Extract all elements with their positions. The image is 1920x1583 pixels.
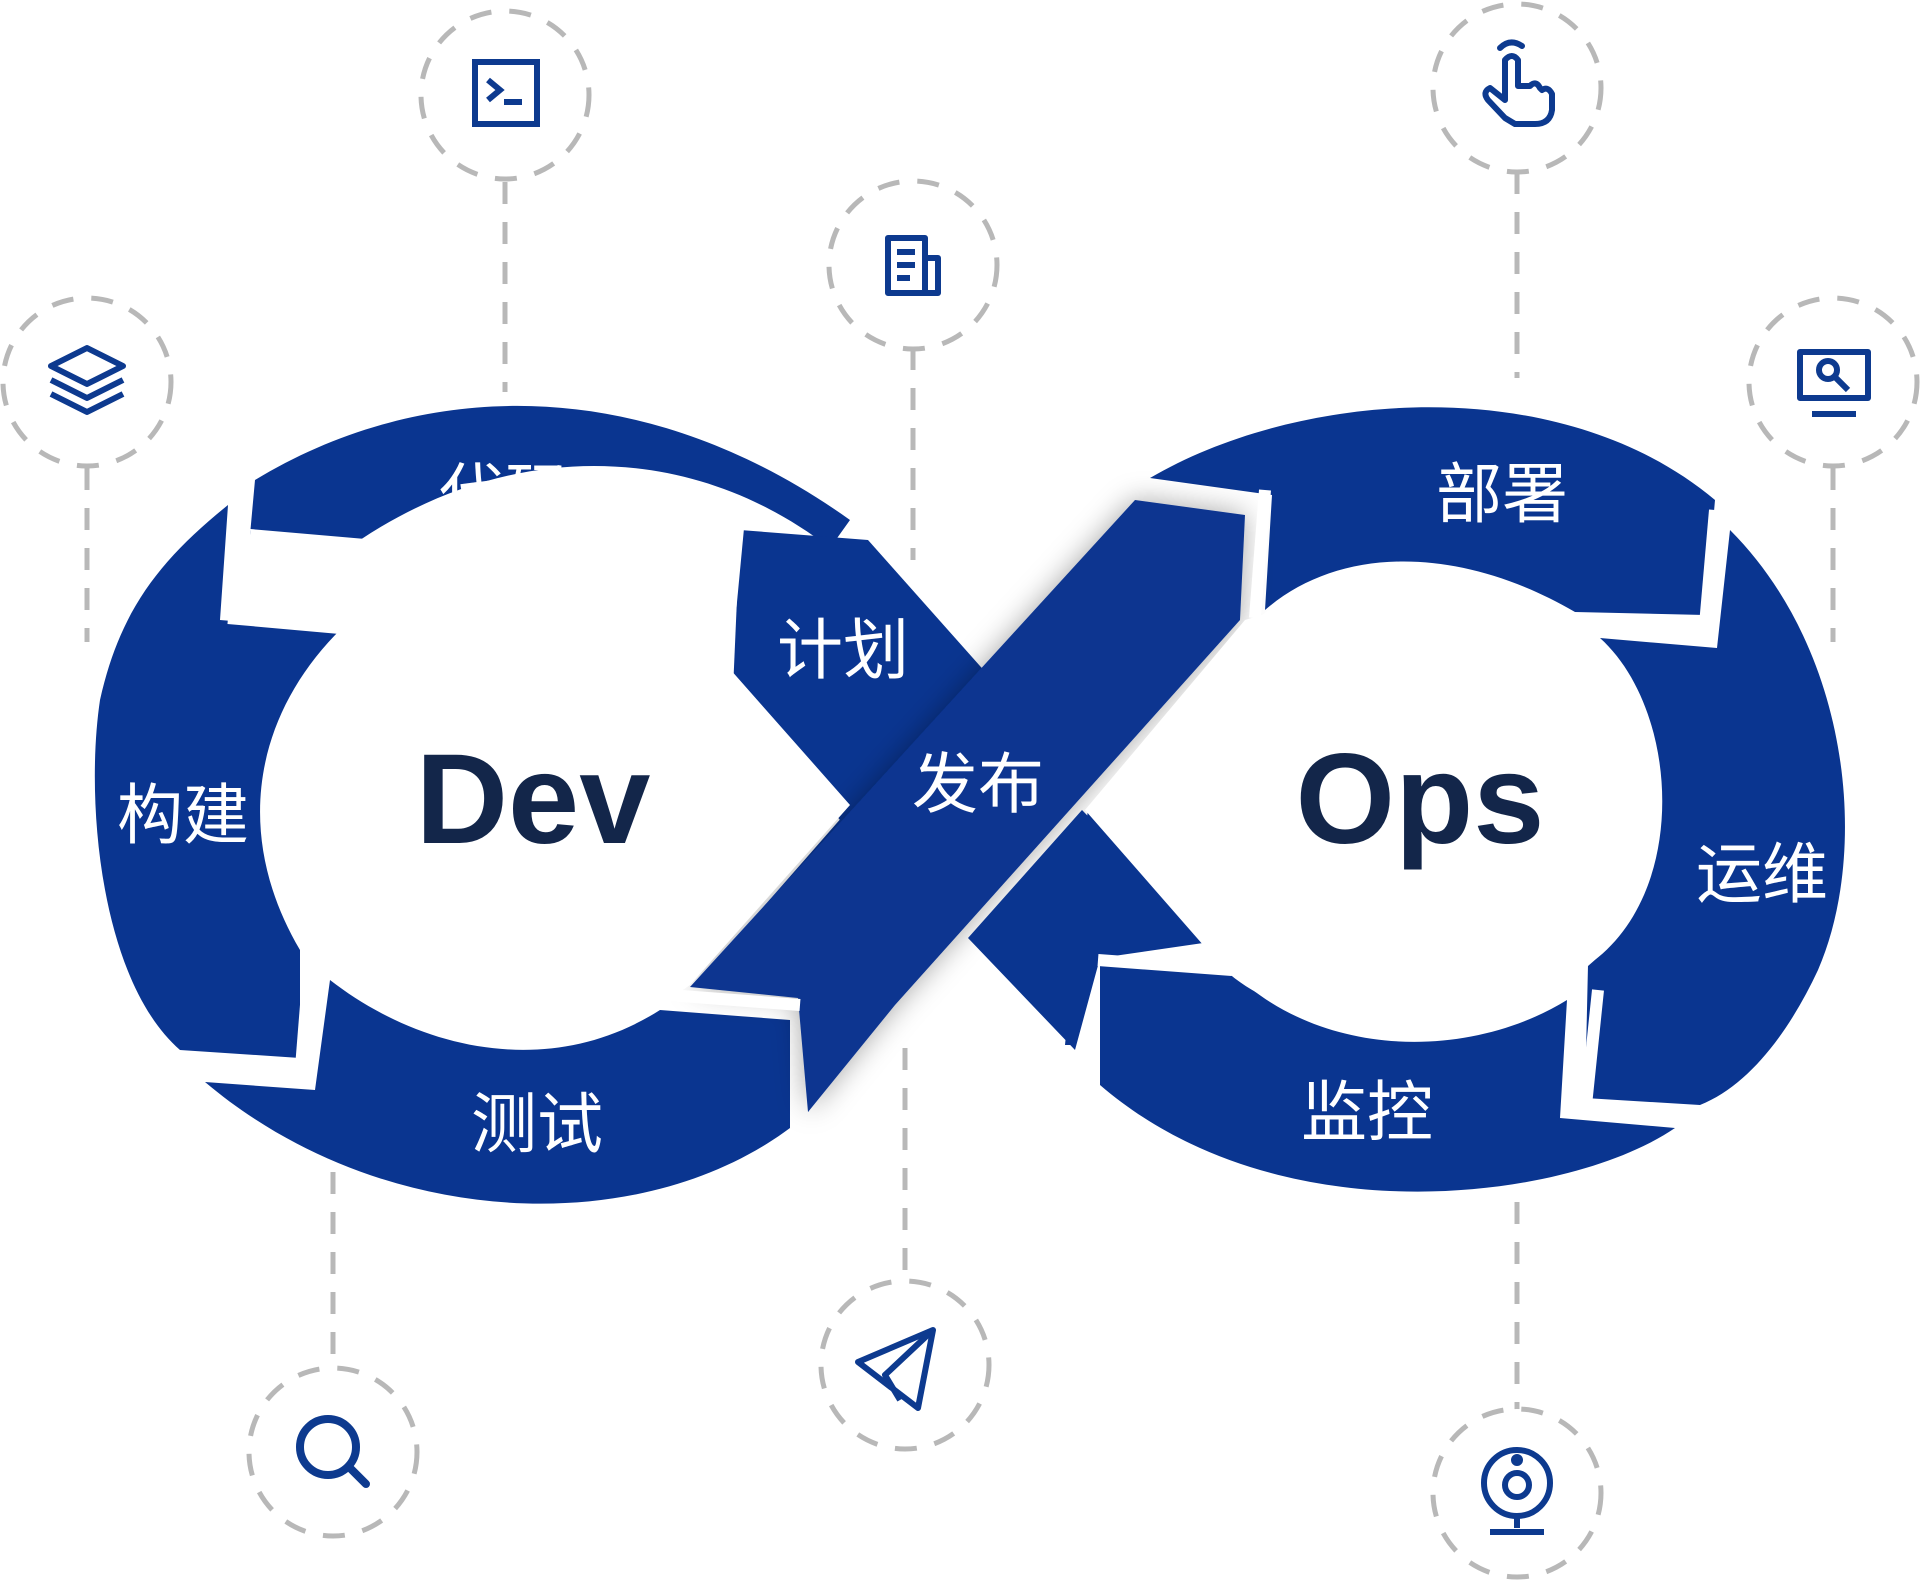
loop-holes <box>275 557 1656 1035</box>
segment-code <box>250 405 850 548</box>
stage-plan-label: 计划 <box>777 612 909 689</box>
stage-release-label: 发布 <box>912 746 1044 823</box>
crossing-band-second <box>968 810 1210 1050</box>
crossing-band <box>690 500 1245 1112</box>
monitor-wrench-icon <box>1797 349 1871 417</box>
segment-gaps <box>227 489 1721 1116</box>
stage-monitor-label: 监控 <box>1301 1074 1433 1151</box>
stage-deploy-label: 部署 <box>1436 456 1568 533</box>
terminal-icon <box>472 59 540 127</box>
stage-operate-label: 运维 <box>1696 836 1828 913</box>
segment-build <box>94 505 340 1058</box>
ops-hole <box>1085 570 1656 1027</box>
dev-label: Dev <box>416 728 651 871</box>
segment-monitor <box>1100 958 1675 1192</box>
segment-deploy <box>1150 407 1715 615</box>
dev-hole <box>275 557 851 1035</box>
pointer-hand-icon <box>1482 39 1555 127</box>
ops-label: Ops <box>1296 728 1545 871</box>
stage-code-label: 代码 <box>439 456 571 533</box>
paper-plane-icon <box>855 1327 936 1411</box>
search-icon <box>296 1415 370 1488</box>
segment-test <box>205 980 790 1204</box>
webcam-icon <box>1481 1447 1553 1535</box>
connector-lines <box>84 172 1836 1410</box>
document-icon <box>885 235 941 297</box>
layers-icon <box>48 345 126 415</box>
stage-build-label: 构建 <box>117 777 249 854</box>
segment-operate <box>1585 530 1845 1105</box>
stage-test-label: 测试 <box>471 1086 603 1163</box>
